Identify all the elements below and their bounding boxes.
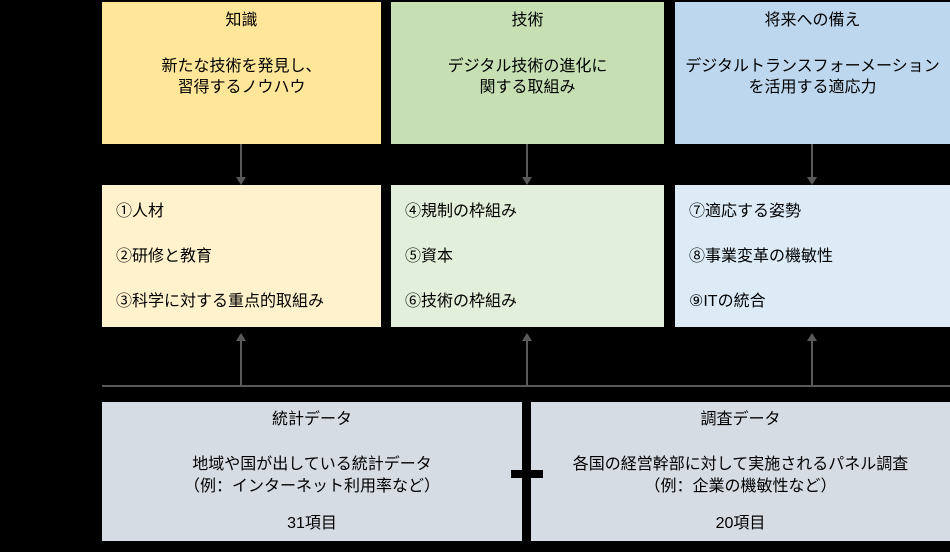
source-description-line: （例：インターネット利用率など） [183, 478, 440, 495]
pillar-title: 知識 [225, 12, 258, 29]
pillar-description-line: 習得するノウハウ [177, 79, 306, 96]
pillar-item: ⑤資本 [405, 248, 454, 265]
pillar-description-line: 新たな技術を発見し、 [161, 58, 322, 75]
arrow-head [807, 333, 817, 341]
pillar-title: 将来への備え [764, 12, 861, 29]
source-title: 調査データ [700, 411, 781, 428]
pillar-item: ⑦適応する姿勢 [689, 203, 802, 220]
pillar-item: ⑧事業変革の機敏性 [689, 248, 834, 265]
arrow-line [526, 144, 528, 178]
pillar-item-list: ①人材 ②研修と教育 ③科学に対する重点的取組み [102, 185, 381, 324]
source-title: 統計データ [271, 411, 352, 428]
pillar-item: ⑥技術の枠組み [405, 293, 518, 310]
pillar-item: ④規制の枠組み [405, 203, 518, 220]
arrow-head [522, 177, 532, 185]
arrow-head [236, 177, 246, 185]
pillar-item: ②研修と教育 [116, 248, 213, 265]
source-description: 地域や国が出している統計データ （例：インターネット利用率など） [184, 454, 440, 498]
arrow-line [240, 340, 242, 386]
pillar-header-knowledge: 知識 新たな技術を発見し、 習得するノウハウ [102, 2, 381, 144]
pillar-items-knowledge: ①人材 ②研修と教育 ③科学に対する重点的取組み [102, 185, 381, 327]
source-survey-data: 調査データ 各国の経営幹部に対して実施されるパネル調査 （例：企業の機敏性など）… [531, 402, 950, 541]
source-statistical-data: 統計データ 地域や国が出している統計データ （例：インターネット利用率など） 3… [102, 402, 522, 541]
pillar-header-future-readiness: 将来への備え デジタルトランスフォーメーション を活用する適応力 [675, 2, 950, 144]
pillar-description-line: を活用する適応力 [748, 79, 877, 96]
pillar-item-list: ⑦適応する姿勢 ⑧事業変革の機敏性 ⑨ITの統合 [675, 185, 950, 324]
pillar-description-line: デジタル技術の進化に [447, 58, 608, 75]
arrow-line [526, 340, 528, 386]
pillar-title: 技術 [511, 12, 544, 29]
pillar-description: デジタル技術の進化に 関する取組み [391, 56, 664, 98]
pillar-item: ⑨ITの統合 [689, 293, 766, 310]
source-description-line: （例：企業の機敏性など） [644, 478, 837, 495]
pillar-description-line: デジタルトランスフォーメーション [685, 58, 940, 75]
pillar-description: デジタルトランスフォーメーション を活用する適応力 [675, 56, 950, 98]
pillar-description-line: 関する取組み [479, 79, 576, 96]
pillar-item-list: ④規制の枠組み ⑤資本 ⑥技術の枠組み [391, 185, 664, 324]
pillar-item: ①人材 [116, 203, 165, 220]
pillar-description: 新たな技術を発見し、 習得するノウハウ [102, 56, 381, 98]
pillar-item: ③科学に対する重点的取組み [116, 293, 325, 310]
arrow-line [811, 340, 813, 386]
source-description: 各国の経営幹部に対して実施されるパネル調査 （例：企業の機敏性など） [573, 454, 909, 498]
arrow-line [240, 144, 242, 178]
arrow-line [811, 144, 813, 178]
source-item-count: 31項目 [287, 515, 337, 532]
pillar-header-technology: 技術 デジタル技術の進化に 関する取組み [391, 2, 664, 144]
sources-baseline [102, 385, 950, 387]
arrow-head [236, 333, 246, 341]
arrow-head [807, 177, 817, 185]
plus-connector-icon [511, 470, 543, 478]
source-item-count: 20項目 [715, 515, 766, 532]
pillar-items-technology: ④規制の枠組み ⑤資本 ⑥技術の枠組み [391, 185, 664, 327]
arrow-head [522, 333, 532, 341]
source-description-line: 各国の経営幹部に対して実施されるパネル調査 [572, 456, 909, 473]
source-description-line: 地域や国が出している統計データ [192, 456, 432, 473]
pillar-items-future-readiness: ⑦適応する姿勢 ⑧事業変革の機敏性 ⑨ITの統合 [675, 185, 950, 327]
